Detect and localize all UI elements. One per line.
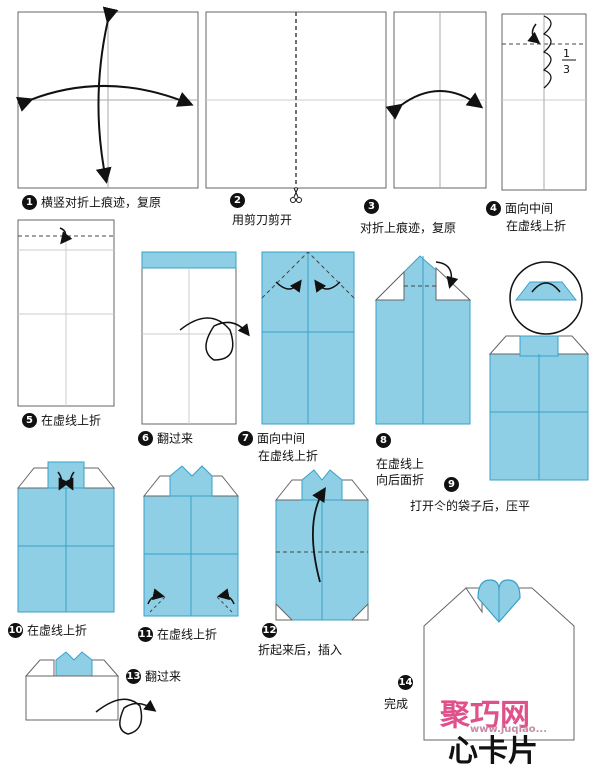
step-10-caption: 在虚线上折 bbox=[27, 623, 88, 638]
step-10-label: 10 在虚线上折 bbox=[8, 622, 87, 639]
watermark-title: 心卡片 bbox=[448, 734, 538, 769]
scissors-icon bbox=[290, 187, 302, 203]
watermark-site: 聚巧网 bbox=[440, 698, 530, 733]
step-11-label: 11 在虚线上折 bbox=[138, 626, 217, 643]
step-4-caption: 面向中间 bbox=[505, 201, 554, 216]
step-8-caption: 在虚线上 bbox=[376, 457, 425, 471]
step-9-number: 9 bbox=[444, 477, 459, 492]
step-12-label: 12 bbox=[262, 622, 281, 638]
step-3-caption: 对折上痕迹，复原 bbox=[360, 221, 457, 235]
step-14-label: 14 bbox=[398, 674, 417, 690]
step-1-figure bbox=[15, 6, 199, 189]
fraction-numerator: 1 bbox=[563, 47, 570, 60]
fraction-denominator: 3 bbox=[563, 63, 570, 76]
step-12-number: 12 bbox=[262, 623, 277, 638]
step-13-label: 13 翻过来 bbox=[126, 668, 181, 685]
step-4-label: 4 面向中间 bbox=[486, 200, 553, 217]
step-2-caption: 用剪刀剪开 bbox=[232, 213, 293, 227]
step-7-caption-2: 在虚线上折 bbox=[258, 449, 319, 463]
step-14-caption: 完成 bbox=[384, 697, 409, 711]
step-6-number: 6 bbox=[138, 431, 153, 446]
step-4-figure bbox=[501, 13, 587, 191]
step-6-label: 6 翻过来 bbox=[138, 430, 193, 447]
step-2-label: 2 bbox=[230, 192, 249, 208]
step-8-caption-2: 向后面折 bbox=[376, 473, 425, 487]
step-10-figure bbox=[16, 461, 116, 613]
step-4-number: 4 bbox=[486, 201, 501, 216]
step-1-label: 1 横竖对折上痕迹，复原 bbox=[22, 194, 161, 211]
step-9-figure bbox=[488, 261, 590, 481]
step-12-caption: 折起来后，插入 bbox=[258, 643, 343, 657]
step-1-caption: 横竖对折上痕迹，复原 bbox=[41, 195, 162, 210]
step-3-figure bbox=[385, 11, 487, 189]
step-6-caption: 翻过来 bbox=[157, 431, 194, 446]
step-3-label: 3 bbox=[364, 198, 383, 214]
step-11-number: 11 bbox=[138, 627, 153, 642]
step-13-figure bbox=[24, 651, 157, 735]
step-8-label: 8 bbox=[376, 432, 395, 448]
heart-icon bbox=[477, 579, 521, 623]
step-7-label: 7 面向中间 bbox=[238, 430, 305, 447]
step-2-number: 2 bbox=[230, 193, 245, 208]
step-4-caption-2: 在虚线上折 bbox=[506, 219, 567, 233]
step-8-number: 8 bbox=[376, 433, 391, 448]
step-5-label: 5 在虚线上折 bbox=[22, 412, 101, 429]
step-12-figure bbox=[274, 469, 370, 621]
step-7-figure bbox=[261, 251, 355, 425]
step-9-caption: 打开仒的袋子后，压平 bbox=[410, 499, 531, 513]
watermark-url: www.juqiao... bbox=[470, 724, 548, 735]
step-7-number: 7 bbox=[238, 431, 253, 446]
step-11-caption: 在虚线上折 bbox=[157, 627, 218, 642]
step-8-figure bbox=[374, 255, 472, 425]
step-14-number: 14 bbox=[398, 675, 413, 690]
step-13-caption: 翻过来 bbox=[145, 669, 182, 684]
step-13-number: 13 bbox=[126, 669, 141, 684]
step-2-figure bbox=[205, 11, 387, 203]
step-10-number: 10 bbox=[8, 623, 23, 638]
step-6-figure bbox=[141, 251, 250, 425]
step-9-label: 9 bbox=[444, 476, 463, 492]
step-3-number: 3 bbox=[364, 199, 379, 214]
step-14-figure bbox=[423, 579, 575, 741]
step-5-caption: 在虚线上折 bbox=[41, 413, 102, 428]
step-5-figure bbox=[17, 219, 115, 407]
step-5-number: 5 bbox=[22, 413, 37, 428]
step-7-caption: 面向中间 bbox=[257, 431, 306, 446]
step-11-figure bbox=[142, 465, 240, 617]
step-1-number: 1 bbox=[22, 195, 37, 210]
